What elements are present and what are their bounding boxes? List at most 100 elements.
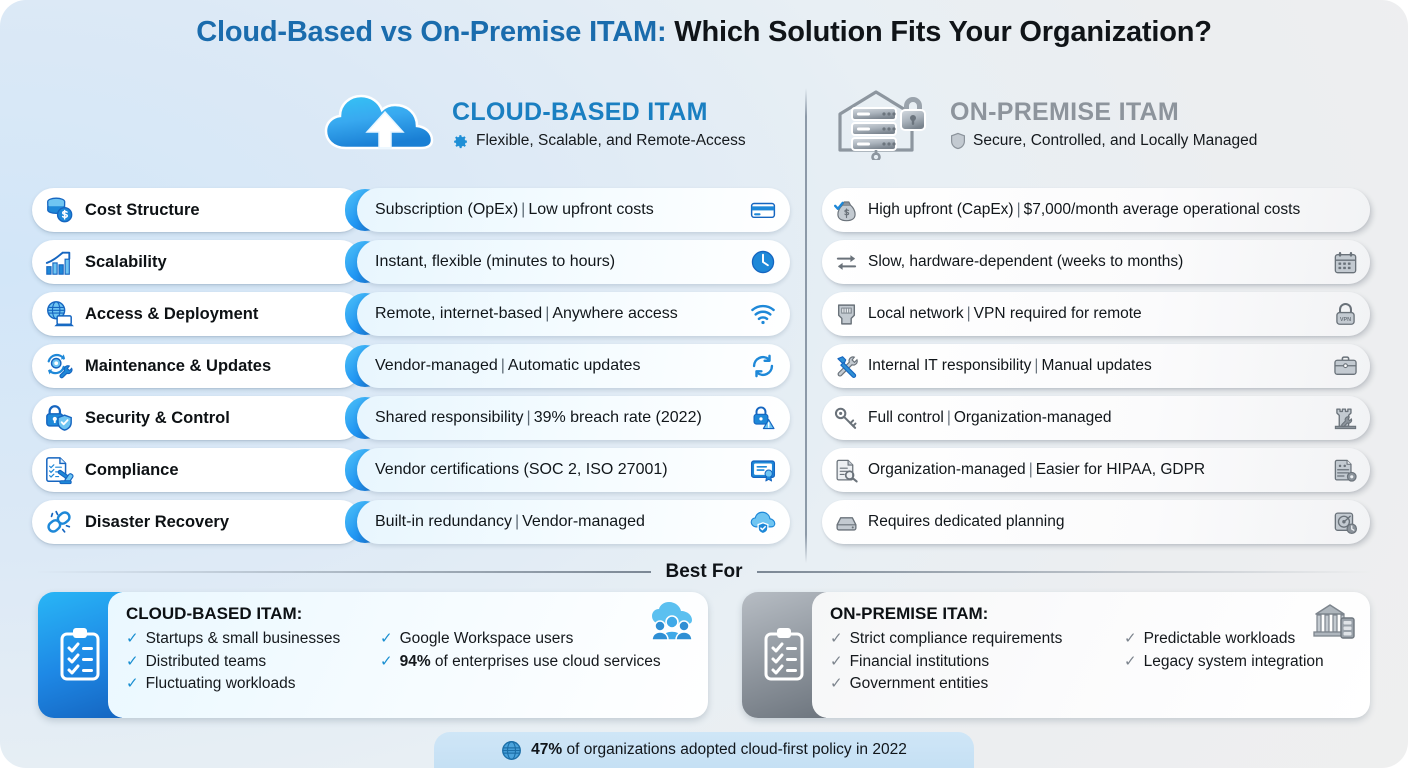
best-for-item-text: Google Workspace users — [400, 629, 574, 649]
gear-wrench-refresh-icon — [44, 351, 74, 381]
check-icon: ✓ — [1124, 630, 1137, 647]
check-icon: ✓ — [380, 652, 393, 670]
cloud-value-text: Subscription (OpEx)|Low upfront costs — [375, 201, 746, 219]
best-for-item: ✓Startups & small businesses — [126, 629, 358, 649]
coins-dollar-icon — [44, 195, 74, 225]
onprem-value-pill[interactable]: Organization-managed|Easier for HIPAA, G… — [822, 448, 1370, 492]
category-row[interactable]: Access & Deployment — [32, 292, 362, 336]
cloud-value-primary: Shared responsibility — [375, 409, 524, 426]
value-separator: | — [1016, 201, 1021, 218]
onprem-value-secondary: VPN required for remote — [973, 305, 1142, 322]
footer-stat-value: 47% — [531, 741, 563, 758]
page-title: Cloud-Based vs On-Premise ITAM: Which So… — [0, 16, 1408, 49]
cloud-pill-body: Built-in redundancy|Vendor-managed — [357, 500, 790, 544]
cloud-value-pill[interactable]: Built-in redundancy|Vendor-managed — [345, 500, 790, 544]
category-row[interactable]: Scalability — [32, 240, 362, 284]
gear-icon — [452, 133, 469, 150]
lock-shield-icon — [44, 403, 74, 433]
cloud-subheading: Flexible, Scalable, and Remote-Access — [476, 132, 746, 150]
value-separator: | — [500, 357, 505, 374]
page-title-highlight: Cloud-Based vs On-Premise ITAM: — [196, 16, 667, 48]
best-for-onprem-card: ON-PREMISE ITAM: ✓Strict compliance requ… — [742, 592, 1370, 718]
best-for-item: ✓ Distributed teams — [126, 652, 358, 672]
cloud-subheading-row: Flexible, Scalable, and Remote-Access — [452, 132, 746, 150]
swap-arrows-icon — [834, 250, 859, 275]
footer-stat-rest: of organizations adopted cloud-first pol… — [562, 741, 907, 758]
category-row[interactable]: Maintenance & Updates — [32, 344, 362, 388]
onprem-value-secondary: Manual updates — [1041, 357, 1152, 374]
category-label: Maintenance & Updates — [85, 356, 272, 375]
onprem-value-text: Slow, hardware-dependent (weeks to month… — [868, 253, 1321, 271]
cloud-value-pill[interactable]: Remote, internet-based|Anywhere access — [345, 292, 790, 336]
onprem-value-pill[interactable]: Full control|Organization-managed — [822, 396, 1370, 440]
cloud-value-primary: Vendor certifications (SOC 2, ISO 27001) — [375, 461, 668, 478]
best-for-item-rest: Distributed teams — [145, 652, 267, 670]
value-separator: | — [521, 201, 526, 218]
onprem-value-pill[interactable]: Slow, hardware-dependent (weeks to month… — [822, 240, 1370, 284]
onprem-value-pill[interactable]: Internal IT responsibility|Manual update… — [822, 344, 1370, 388]
best-for-label: Best For — [665, 561, 743, 582]
cloud-value-pill[interactable]: Shared responsibility|39% breach rate (2… — [345, 396, 790, 440]
certificate-icon — [746, 457, 776, 483]
best-for-item: ✓Government entities — [830, 674, 1102, 694]
credit-card-icon — [746, 197, 776, 223]
category-row[interactable]: Compliance — [32, 448, 362, 492]
document-gavel-icon — [44, 455, 74, 485]
category-label: Cost Structure — [85, 200, 200, 219]
clock-icon — [746, 249, 776, 275]
globe-laptop-icon — [44, 299, 74, 329]
best-for-item-rest: Startups & small businesses — [145, 630, 341, 647]
onprem-value-pill[interactable]: Requires dedicated planning — [822, 500, 1370, 544]
value-separator: | — [1028, 461, 1033, 478]
value-separator: | — [1034, 357, 1039, 374]
toolbox-icon — [1330, 354, 1358, 379]
best-for-item: ✓Legacy system integration — [1124, 652, 1324, 672]
cloud-value-secondary: Vendor-managed — [522, 513, 645, 530]
category-row[interactable]: Security & Control — [32, 396, 362, 440]
best-for-item-emphasis: 94% — [399, 652, 431, 670]
best-for-item-rest: Financial institutions — [849, 652, 990, 670]
padlock-vpn-icon: VPN — [1330, 302, 1358, 327]
cloud-value-text: Remote, internet-based|Anywhere access — [375, 305, 746, 323]
best-for-item-text: Strict compliance requirements — [850, 629, 1063, 649]
globe-icon — [501, 740, 522, 761]
onprem-value-pill[interactable]: High upfront (CapEx)|$7,000/month averag… — [822, 188, 1370, 232]
cloud-value-pill[interactable]: Subscription (OpEx)|Low upfront costs — [345, 188, 790, 232]
cloud-value-pill[interactable]: Instant, flexible (minutes to hours) — [345, 240, 790, 284]
cloud-value-secondary: Automatic updates — [507, 357, 641, 374]
onprem-subheading: Secure, Controlled, and Locally Managed — [973, 132, 1258, 150]
best-for-item: ✓Predictable workloads — [1124, 629, 1324, 649]
value-separator: | — [526, 409, 531, 426]
category-label: Security & Control — [85, 408, 230, 427]
best-for-item-rest: of enterprises use cloud services — [430, 652, 661, 670]
cloud-value-primary: Built-in redundancy — [375, 513, 512, 530]
cloud-pill-body: Shared responsibility|39% breach rate (2… — [357, 396, 790, 440]
category-row[interactable]: Disaster Recovery — [32, 500, 362, 544]
cloud-value-pill[interactable]: Vendor-managed|Automatic updates — [345, 344, 790, 388]
check-icon: ✓ — [126, 652, 139, 670]
best-for-item-text: Financial institutions — [850, 652, 990, 672]
best-for-item-text: Distributed teams — [146, 652, 267, 672]
cloud-pill-body: Remote, internet-based|Anywhere access — [357, 292, 790, 336]
best-for-item-text: Startups & small businesses — [146, 629, 341, 649]
onprem-header-text: ON-PREMISE ITAM Secure, Controlled, and … — [950, 98, 1257, 151]
calendar-icon — [1330, 250, 1358, 275]
best-for-cloud-card: CLOUD-BASED ITAM: ✓Startups & small busi… — [38, 592, 708, 718]
onprem-value-text: Requires dedicated planning — [868, 513, 1321, 531]
check-icon: ✓ — [380, 630, 393, 647]
best-for-onprem-col2: ✓Predictable workloads ✓Legacy system int… — [1124, 629, 1324, 694]
column-divider — [805, 88, 807, 563]
category-row[interactable]: Cost Structure — [32, 188, 362, 232]
best-for-item: ✓ Financial institutions — [830, 652, 1102, 672]
cloud-column-header: CLOUD-BASED ITAM Flexible, Scalable, and… — [322, 90, 746, 158]
key-icon — [834, 406, 859, 431]
document-search-icon — [834, 458, 859, 483]
check-icon: ✓ — [126, 675, 139, 692]
rule-right — [756, 571, 1373, 573]
wifi-icon — [746, 301, 776, 327]
check-icon: ✓ — [830, 652, 843, 670]
rule-left — [36, 571, 652, 573]
onprem-value-primary: High upfront (CapEx) — [868, 201, 1014, 218]
cloud-value-pill[interactable]: Vendor certifications (SOC 2, ISO 27001) — [345, 448, 790, 492]
